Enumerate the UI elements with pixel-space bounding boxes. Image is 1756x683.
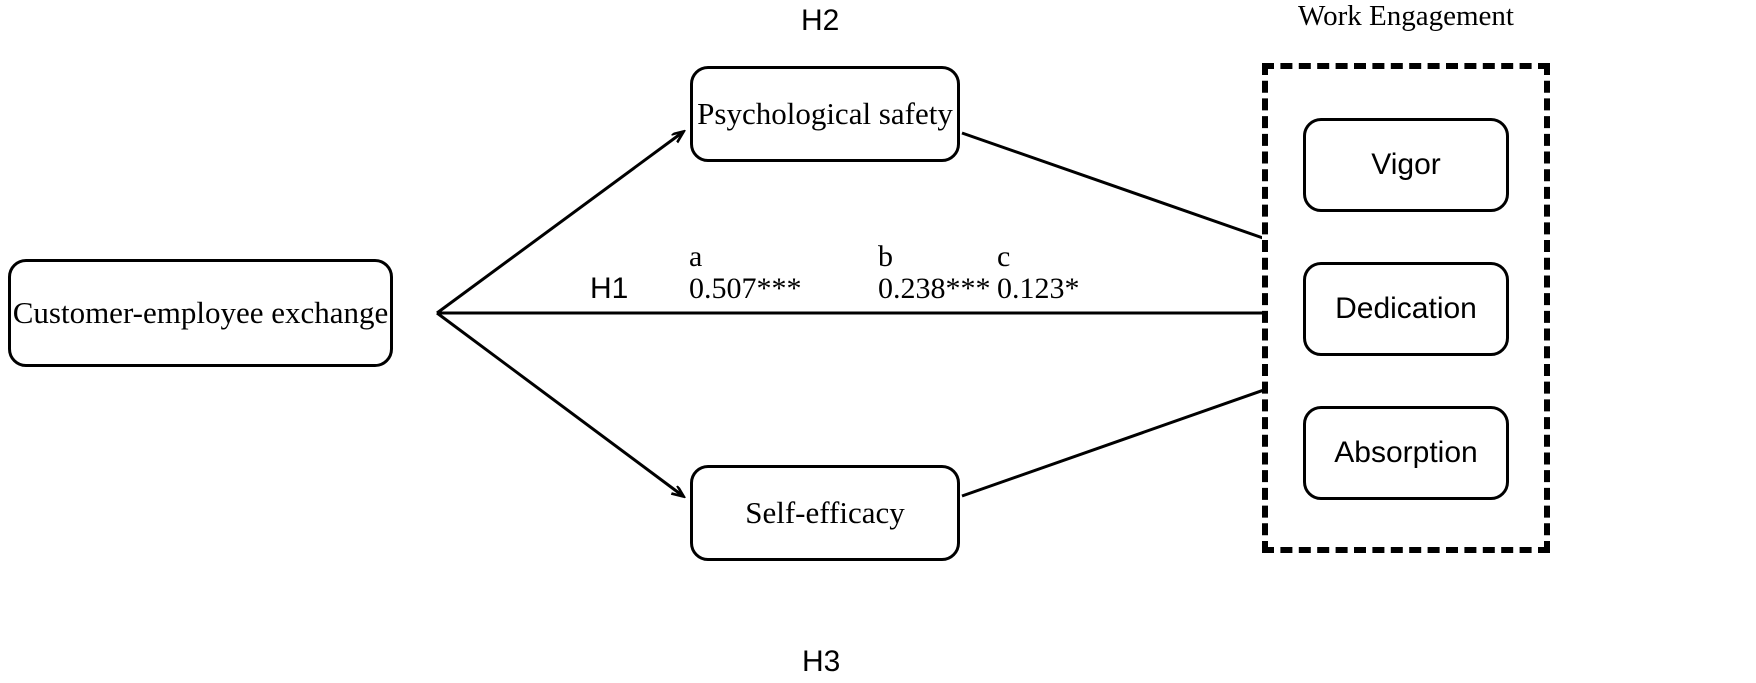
node-psychological-safety[interactable]: Psychological safety xyxy=(690,66,960,162)
hypothesis-label-h2: H2 xyxy=(801,4,840,37)
node-self-efficacy[interactable]: Self-efficacy xyxy=(690,465,960,561)
node-customer-employee-exchange[interactable]: Customer-employee exchange xyxy=(8,259,393,367)
edge-cee-to-self-efficacy xyxy=(436,311,683,496)
path-coefficient-c: 0.123* xyxy=(997,272,1080,305)
node-label: Psychological safety xyxy=(697,96,953,131)
path-coefficient-b: 0.238*** xyxy=(878,272,991,305)
node-label: Vigor xyxy=(1371,148,1441,181)
hypothesis-label-h1: H1 xyxy=(590,272,629,305)
node-label: Customer-employee exchange xyxy=(12,295,389,330)
edge-cee-to-psychological-safety xyxy=(436,132,683,315)
hypothesis-label-h3: H3 xyxy=(802,645,841,678)
path-coefficient-a: 0.507*** xyxy=(689,272,802,305)
path-label-c: c xyxy=(997,240,1011,273)
node-label: Self-efficacy xyxy=(745,495,905,530)
node-label: Absorption xyxy=(1334,436,1478,469)
node-absorption[interactable]: Absorption xyxy=(1303,406,1509,500)
node-label: Dedication xyxy=(1335,292,1477,325)
node-vigor[interactable]: Vigor xyxy=(1303,118,1509,212)
work-engagement-title: Work Engagement xyxy=(1298,0,1514,32)
node-dedication[interactable]: Dedication xyxy=(1303,262,1509,356)
path-label-b: b xyxy=(878,240,893,273)
path-label-a: a xyxy=(689,240,703,273)
